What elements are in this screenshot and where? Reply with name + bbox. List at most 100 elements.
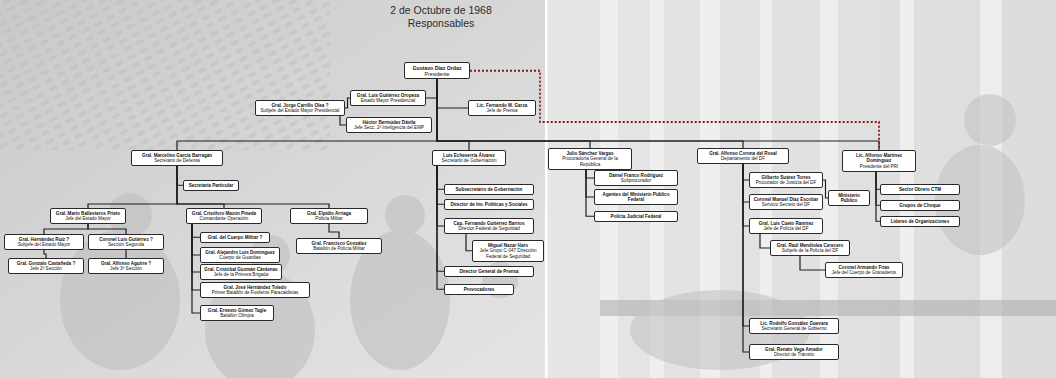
org-box: Lic. Rodolfo González GuevaraSecretario … — [749, 318, 839, 334]
role-text: Presidente del PRI — [846, 164, 913, 170]
org-box: Gral. del Cuerpo Militar ? — [200, 232, 270, 243]
person-name: Agentes del Ministerio Público Federal — [598, 192, 675, 203]
org-connector — [125, 250, 126, 258]
org-box: Gustavo Díaz OrdazPresidente — [404, 62, 470, 79]
person-name: Gral. Hernández Ruiz ? — [8, 237, 81, 243]
org-connector — [437, 166, 444, 204]
person-name: Director de Inv. Políticas y Sociales — [448, 202, 531, 208]
org-connector — [437, 166, 444, 271]
org-connector — [876, 172, 880, 222]
org-box: Gral. Elpidio ArriagaPolicía Militar — [290, 208, 368, 224]
org-connector — [192, 224, 200, 313]
chart-title: 2 de Octubre de 1968 — [311, 4, 571, 16]
org-box: Gral. Luis Cueto RamírezJefe de Policía … — [749, 218, 823, 234]
org-connector — [800, 256, 825, 270]
role-text: Secretario de Defensa — [135, 158, 220, 164]
person-name: Gral. Francisco González — [300, 241, 379, 247]
role-text: Subjefe del Estado Mayor — [8, 242, 81, 248]
org-box: Gral. José Hernández ToledoPrimer Batall… — [200, 282, 310, 298]
role-text: Director de Tránsito — [753, 352, 836, 358]
org-box: Gral. Renato Vega AmadorDirector de Trán… — [749, 344, 839, 360]
org-connector — [44, 224, 88, 234]
role-text: Procurador de Justicia del DF — [753, 180, 820, 186]
role-text: Subjefe de la Policía del DF — [774, 248, 847, 254]
org-connector — [192, 224, 200, 272]
auditorium-seats — [0, 0, 330, 150]
person-name: Gral. Jorge Carrillo Olea ? — [259, 103, 342, 109]
org-connector — [437, 79, 469, 150]
org-box: Daniel Franco RodríguezSubprocurador — [594, 170, 678, 186]
org-box: Gral. Marcelino García BarragánSecretari… — [131, 150, 223, 166]
person-name: Líderes de Organizaciones — [884, 219, 957, 225]
person-name: Coronel Armando Frías — [829, 265, 900, 271]
org-connector — [437, 166, 444, 289]
person-name: Luis Echeverría Álvarez — [436, 153, 503, 159]
org-box: Luis Echeverría ÁlvarezSecretario de Gob… — [432, 150, 506, 166]
person-name: Gral. Marcelino García Barragán — [135, 153, 220, 159]
role-text: Jefe del Estado Mayor — [54, 216, 123, 222]
person-name: Gral. Renato Vega Amador — [753, 347, 836, 353]
person-name: Julio Sánchez Vargas — [552, 151, 629, 157]
org-connector — [192, 224, 200, 290]
org-box: Lic. Fernando M. GarzaJefe de Prensa — [468, 100, 536, 116]
org-connector — [177, 79, 437, 150]
org-box: Subsecretario de Gobernación — [444, 184, 534, 195]
role-text: Director Federal de Seguridad — [448, 226, 531, 232]
org-box: Grupos de Choque — [880, 200, 960, 211]
org-connector — [44, 250, 46, 258]
org-box: Agentes del Ministerio Público Federal — [594, 189, 678, 205]
org-connector — [437, 79, 743, 148]
person-name: Gral. Elpidio Arriaga — [294, 211, 365, 217]
person-name: Grupos de Choque — [884, 203, 957, 209]
org-box: Provocadores — [444, 284, 514, 295]
person-name: Provocadores — [448, 287, 511, 293]
panel-silhouettes — [600, 94, 1056, 370]
role-text: Jefe del Cuerpo de Granaderos — [829, 270, 900, 276]
role-text: Departamento del DF — [701, 156, 786, 162]
person-name: Gral. Luis Cueto Ramírez — [753, 221, 820, 227]
org-connector — [88, 166, 177, 208]
person-name: Lic. Rodolfo González Guevara — [753, 321, 836, 327]
org-box: Gral. Jorge Carrillo Olea ?Subjefe del E… — [255, 100, 345, 116]
role-text: Primer Batallón de Fusileros Paracaidist… — [204, 290, 307, 296]
org-connector — [426, 79, 437, 98]
role-text: Secretario General de Gobierno — [753, 326, 836, 332]
person-name: Daniel Franco Rodríguez — [598, 173, 675, 179]
org-connector — [586, 170, 594, 198]
person-name: Coronel Manuel Díaz Escobar — [753, 197, 820, 203]
org-box: Cap. Fernando Gutiérrez BarriosDirector … — [444, 218, 534, 234]
org-box: Gral. Gonzalo Castañeda ?Jefe 2ª Sección — [8, 258, 84, 274]
person-name: Gral. Crisóforo Mazón Pineda — [190, 211, 259, 217]
role-text: Servicio Secreto del DF — [753, 202, 820, 208]
role-text: Jefe Secc. 2ª Inteligencia del EMP — [350, 125, 429, 131]
person-name: Gral. José Hernández Toledo — [204, 285, 307, 291]
org-connector — [177, 166, 329, 208]
org-connector — [192, 224, 200, 237]
org-box: Sector Obrero CTM — [880, 184, 960, 195]
role-text: Comandante Operación — [190, 216, 259, 222]
person-name: Coronel Luis Gutiérrez ? — [92, 237, 161, 243]
org-box: Gilberto Suárez TorresProcurador de Just… — [749, 172, 823, 188]
org-box: Miguel Nazar HaroJefe Grupo C-047 Direcc… — [472, 240, 544, 262]
person-name: Ministerio Público — [832, 193, 867, 204]
org-box: Secretaría Particular — [183, 180, 239, 191]
org-connector — [586, 170, 594, 217]
role-text: Policía Militar — [294, 216, 365, 222]
person-name: Miguel Nazar Haro — [476, 243, 541, 249]
org-connector — [437, 166, 444, 189]
org-connector — [586, 170, 594, 179]
person-name: Director General de Prensa — [448, 269, 531, 275]
org-box: Gral. Cristóbal Guzmán CárdenasJefe de l… — [200, 264, 282, 280]
org-box: Coronel Armando FríasJefe del Cuerpo de … — [825, 262, 903, 278]
org-box: Gral. Hernández Ruiz ?Subjefe del Estado… — [4, 234, 84, 250]
org-box: Coronel Manuel Díaz EscobarServicio Secr… — [749, 194, 823, 210]
org-box: Gral. Alfonso Corona del RosalDepartamen… — [697, 148, 789, 164]
person-name: Gral. del Cuerpo Militar ? — [204, 235, 267, 241]
person-name: Gral. Alejandro Luis Domínguez — [204, 250, 277, 256]
role-text: Sección Segunda — [92, 242, 161, 248]
page-divider — [545, 0, 548, 378]
org-box: Director General de Prensa — [444, 266, 534, 277]
role-text: Cuerpo de Guardias — [204, 255, 277, 261]
role-text: Jefe de Policía del DF — [753, 226, 820, 232]
